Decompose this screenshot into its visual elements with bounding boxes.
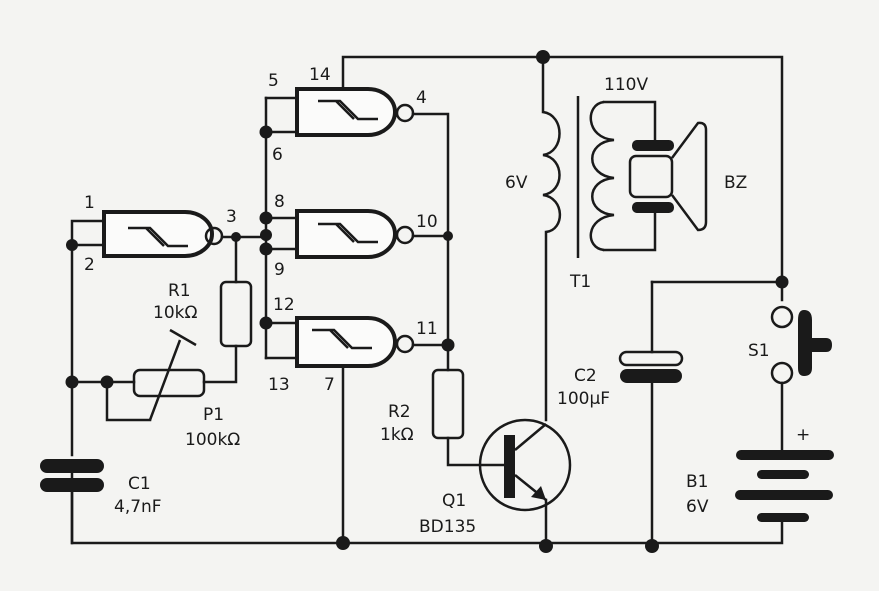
gate-1-inversion-bubble bbox=[204, 226, 224, 246]
c2-capacitor bbox=[618, 350, 684, 383]
pin-1-label: 1 bbox=[84, 193, 95, 213]
b1-value-label: 6V bbox=[686, 497, 709, 517]
c1-capacitor bbox=[40, 459, 104, 492]
gate-2-inversion-bubble bbox=[395, 103, 415, 123]
gate-1 bbox=[102, 210, 224, 258]
vcc-rail-wire bbox=[341, 55, 784, 284]
r1-value-label: 10kΩ bbox=[153, 303, 197, 323]
gate1-pin1-wire bbox=[70, 219, 106, 247]
pin-12-label: 12 bbox=[273, 295, 295, 315]
gate-4 bbox=[295, 316, 415, 368]
r2-resistor bbox=[431, 368, 465, 440]
r2-ref-label: R2 bbox=[388, 402, 411, 422]
gate-3-inversion-bubble bbox=[395, 225, 415, 245]
p1-value-label: 100kΩ bbox=[185, 430, 240, 450]
pin-2-label: 2 bbox=[84, 255, 95, 275]
q1-transistor bbox=[478, 418, 572, 512]
pin-9-label: 9 bbox=[274, 260, 285, 280]
t1-ref-label: T1 bbox=[569, 272, 591, 292]
pin-4-label: 4 bbox=[416, 88, 427, 108]
outputs-bus-wire bbox=[411, 112, 450, 347]
c2-ref-label: C2 bbox=[574, 366, 597, 386]
pin-6-label: 6 bbox=[272, 145, 283, 165]
gate-4-inversion-bubble bbox=[395, 334, 415, 354]
pin-10-label: 10 bbox=[416, 212, 438, 232]
b1-polarity-label: + bbox=[796, 425, 810, 445]
q1-ref-label: Q1 bbox=[442, 491, 466, 511]
p1-wiper-wire bbox=[105, 380, 152, 422]
junctions bbox=[65, 50, 789, 553]
r2-value-label: 1kΩ bbox=[380, 425, 414, 445]
bz-ref-label: BZ bbox=[724, 173, 747, 193]
gate-2 bbox=[295, 87, 415, 137]
secondary-top-wire bbox=[602, 100, 657, 142]
labels: 1 2 3 4 5 6 7 8 9 10 11 12 13 14 R1 10kΩ… bbox=[84, 65, 810, 537]
p1-potentiometer[interactable] bbox=[132, 328, 206, 421]
p1-ref-label: P1 bbox=[203, 405, 224, 425]
r1-ref-label: R1 bbox=[168, 281, 191, 301]
b1-battery bbox=[735, 450, 834, 522]
s1-actuator[interactable] bbox=[798, 310, 832, 376]
pin-13-label: 13 bbox=[268, 375, 290, 395]
gate-3 bbox=[295, 209, 415, 259]
pin-7-label: 7 bbox=[324, 375, 335, 395]
q1-value-label: BD135 bbox=[419, 517, 476, 537]
bz-buzzer bbox=[628, 121, 708, 232]
c2-value-label: 100µF bbox=[557, 389, 610, 409]
b1-ref-label: B1 bbox=[686, 472, 708, 492]
c1-value-label: 4,7nF bbox=[114, 497, 162, 517]
c1-ref-label: C1 bbox=[128, 474, 151, 494]
pin-3-label: 3 bbox=[226, 207, 237, 227]
s1-ref-label: S1 bbox=[748, 341, 770, 361]
r1-bottom-wire bbox=[202, 344, 238, 384]
s1-switch[interactable] bbox=[770, 305, 832, 385]
t1-transformer bbox=[542, 96, 615, 258]
pin-11-label: 11 bbox=[416, 319, 438, 339]
r2-to-base-wire bbox=[446, 436, 482, 467]
t1-secondary-label: 110V bbox=[604, 75, 648, 95]
secondary-bottom-wire bbox=[602, 210, 657, 252]
t1-primary-label: 6V bbox=[505, 173, 528, 193]
pin-14-label: 14 bbox=[309, 65, 331, 85]
emitter-arrow-icon bbox=[531, 486, 546, 500]
pin-5-label: 5 bbox=[268, 71, 279, 91]
r1-resistor bbox=[219, 280, 253, 348]
pin-8-label: 8 bbox=[274, 192, 285, 212]
